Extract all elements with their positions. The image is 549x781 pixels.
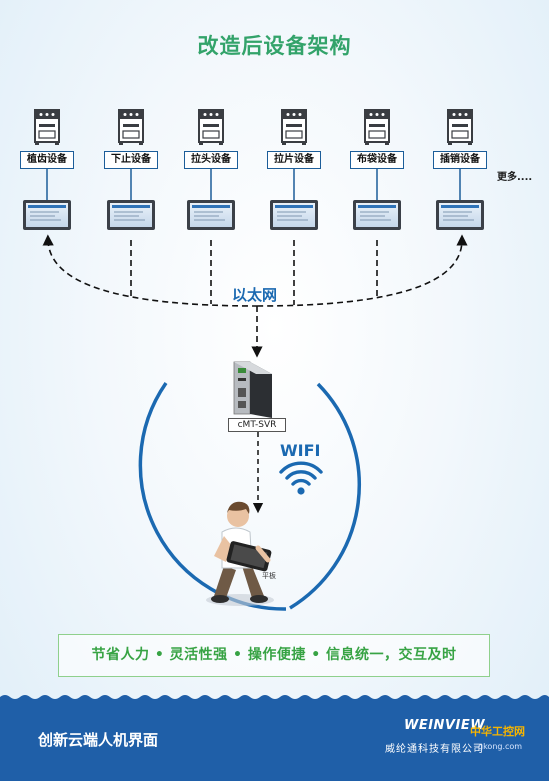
machine-knob [298, 113, 302, 116]
machine-slot [203, 124, 219, 127]
hmi-screen-header [275, 205, 313, 208]
footer-bar [0, 703, 549, 781]
machine-knob [215, 113, 219, 116]
machine-knob [381, 113, 385, 116]
device-label: 布袋设备 [350, 151, 404, 169]
ethernet-label: 以太网 [232, 286, 278, 304]
hmi-screen-header [112, 205, 150, 208]
machine-knob [51, 113, 55, 116]
machine-knob [369, 113, 373, 116]
page-title: 改造后设备架构 [197, 34, 352, 58]
machine-slot [286, 124, 302, 127]
device-label: 插销设备 [433, 151, 487, 169]
machine-foot [219, 142, 223, 145]
machine-door [122, 130, 140, 139]
footer-slogan: 创新云端人机界面 [38, 731, 159, 749]
machine-foot [448, 142, 452, 145]
wireless-circle [289, 382, 362, 610]
wifi-label: WIFI [280, 441, 321, 460]
machine-knob [123, 113, 127, 116]
server-label: cMT-SVR [228, 418, 286, 432]
hmi-screen-header [358, 205, 396, 208]
machine-knob [375, 113, 379, 116]
machine-foot [385, 142, 389, 145]
machine-knob [292, 113, 296, 116]
machine-knob [45, 113, 49, 116]
machine-knob [129, 113, 133, 116]
machine-knob [39, 113, 43, 116]
machine-door [38, 130, 56, 139]
wifi-icon [279, 461, 323, 495]
hmi-screen-header [28, 205, 66, 208]
machine-foot [282, 142, 286, 145]
machine-slot [369, 124, 385, 127]
ethernet-arc [256, 234, 468, 307]
machine-foot [302, 142, 306, 145]
machine-foot [365, 142, 369, 145]
machine-knob [458, 113, 462, 116]
footer-wave [0, 695, 549, 703]
device-label: 拉片设备 [267, 151, 321, 169]
machine-foot [199, 142, 203, 145]
machine-door [202, 130, 220, 139]
watermark-url: gkong.com [478, 742, 523, 751]
device-label: 拉头设备 [184, 151, 238, 169]
machine-knob [209, 113, 213, 116]
machine-door [368, 130, 386, 139]
ethernet-arc [42, 234, 258, 307]
hmi-screen-header [441, 205, 479, 208]
machine-foot [119, 142, 123, 145]
machine-slot [452, 124, 468, 127]
machine-knob [286, 113, 290, 116]
more-devices-label: 更多.... [497, 172, 533, 183]
machine-foot [139, 142, 143, 145]
machine-door [451, 130, 469, 139]
benefits-banner: 节省人力 • 灵活性强 • 操作便捷 • 信息统一，交互及时 [58, 634, 490, 677]
machine-knob [464, 113, 468, 116]
machine-foot [55, 142, 59, 145]
machine-slot [123, 124, 139, 127]
brand-company: 威纶通科技有限公司 [385, 744, 484, 755]
machine-knob [452, 113, 456, 116]
machine-door [285, 130, 303, 139]
machine-knob [135, 113, 139, 116]
server-device [233, 361, 272, 418]
tablet-label: 平板 [262, 572, 276, 580]
machine-foot [35, 142, 39, 145]
device-label: 植齿设备 [20, 151, 74, 169]
person-with-tablet-icon [206, 501, 274, 606]
machine-knob [203, 113, 207, 116]
machine-slot [39, 124, 55, 127]
watermark-text: 中华工控网 [470, 725, 525, 738]
brand-name: WEINVIEW [404, 718, 486, 733]
hmi-screen-header [192, 205, 230, 208]
device-label: 下止设备 [104, 151, 158, 169]
machine-foot [468, 142, 472, 145]
